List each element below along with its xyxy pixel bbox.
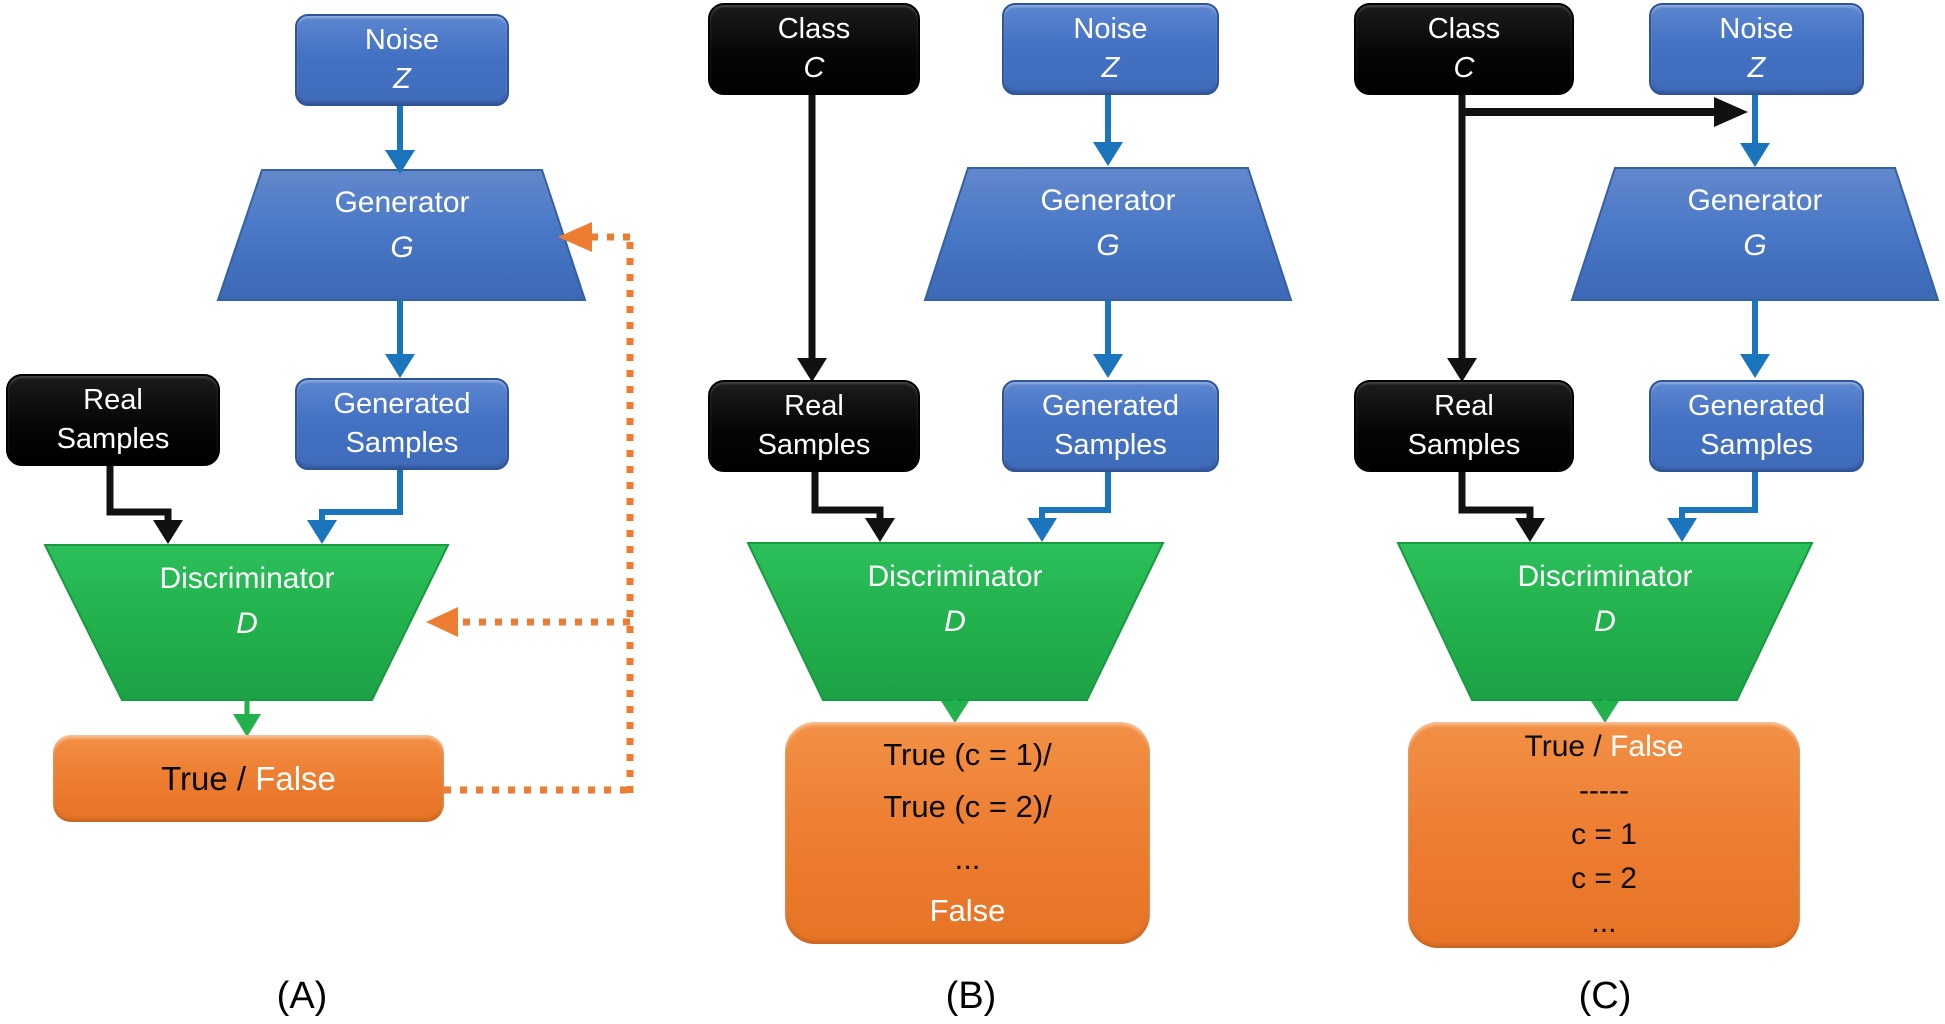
discriminator-to-output-arrowhead-a [233,714,261,737]
generated-samples-box-c: Generated Samples [1649,380,1864,472]
generated-samples-box-b: Generated Samples [1002,380,1219,472]
output-a-true: True [161,760,228,797]
generated-a-line2: Samples [345,427,459,459]
feedback-arrowhead-discriminator [426,607,458,637]
output-b-line2: True (c = 2)/ [883,789,1052,824]
output-box-b: True (c = 1)/ True (c = 2)/ ... False [785,722,1150,944]
real-samples-box-a: Real Samples [6,374,220,466]
generated-to-discriminator-arrowhead-c [1667,518,1697,542]
output-c-false: False [1610,730,1684,763]
generated-samples-box-a: Generated Samples [295,378,509,470]
generated-a-line1: Generated [333,388,471,420]
discriminator-a-trapezoid [43,544,450,701]
noise-c-line1: Noise [1719,13,1794,45]
output-c-separator: / [1585,730,1611,763]
real-to-discriminator-elbow-b [811,466,884,520]
class-to-generator-arrowhead-c [1714,97,1748,127]
noise-c-symbol: Z [1747,52,1766,84]
output-c-true: True [1524,730,1586,763]
generated-to-discriminator-arrowhead-b [1027,518,1057,542]
generated-to-discriminator-elbow-c [1679,466,1758,520]
generator-to-generated-arrowhead-a [385,354,415,378]
panel-label-a: (A) [276,975,328,1017]
output-c-dashes: ----- [1579,774,1629,807]
output-c-c2: c = 2 [1571,862,1637,895]
noise-box-b: Noise Z [1002,3,1219,95]
real-samples-box-b: Real Samples [708,380,920,472]
real-a-line2: Samples [56,423,170,455]
output-box-a: True / False [53,735,444,822]
class-b-symbol: C [803,52,825,84]
output-a-line: True / False [161,759,336,798]
output-a-separator: / [227,760,256,797]
generated-c-line2: Samples [1700,429,1813,461]
discriminator-c-trapezoid [1396,542,1814,701]
noise-to-generator-arrowhead-a [385,150,415,174]
class-b-line1: Class [777,13,851,45]
real-to-discriminator-arrowhead-c [1515,518,1545,542]
real-to-discriminator-elbow-c [1458,466,1534,520]
real-a-line1: Real [83,384,143,416]
output-c-ellipsis: ... [1591,906,1617,939]
class-to-real-arrowhead-b [797,358,827,382]
real-to-discriminator-arrowhead-b [865,518,895,542]
output-b-line1: True (c = 1)/ [883,737,1052,772]
real-b-line1: Real [784,390,844,422]
output-a-false: False [255,760,336,797]
noise-to-generator-arrowhead-c [1740,143,1770,167]
class-c-line1: Class [1427,13,1501,45]
class-c-symbol: C [1453,52,1475,84]
class-box-c: Class C [1354,3,1574,95]
discriminator-to-output-arrowhead-c [1591,701,1619,723]
discriminator-b-trapezoid [746,542,1165,701]
generator-to-generated-arrowhead-c [1740,354,1770,378]
noise-to-generator-arrowhead-b [1093,142,1123,166]
output-b-line3: ... [954,841,981,876]
real-c-line1: Real [1434,390,1494,422]
noise-box-a: Noise Z [295,14,509,106]
noise-box-a-label: Noise [364,24,440,56]
panel-label-c: (C) [1578,975,1632,1017]
class-box-b: Class C [708,3,920,95]
output-c-line1: True / False [1525,725,1684,769]
output-box-c: True / False ----- c = 1 c = 2 ... [1408,722,1800,948]
generated-to-discriminator-arrowhead-a [307,520,337,544]
noise-b-symbol: Z [1101,52,1120,84]
real-b-line2: Samples [757,429,871,461]
real-to-discriminator-arrowhead-a [153,520,183,544]
noise-box-c: Noise Z [1649,3,1864,95]
real-samples-box-c: Real Samples [1354,380,1574,472]
generator-a-trapezoid [216,169,587,301]
generated-b-line2: Samples [1054,429,1167,461]
real-c-line2: Samples [1407,429,1521,461]
output-c-c1: c = 1 [1571,818,1637,851]
panel-label-b: (B) [945,975,997,1017]
generator-to-generated-arrowhead-b [1093,354,1123,378]
feedback-arrowhead-generator [558,222,592,252]
generated-b-line1: Generated [1041,390,1180,422]
discriminator-to-output-arrowhead-b [941,701,969,723]
generator-c-trapezoid [1570,167,1940,301]
class-to-real-arrowhead-c [1447,358,1477,382]
generated-c-line1: Generated [1687,390,1826,422]
noise-box-a-symbol: Z [393,63,411,95]
noise-b-line1: Noise [1073,13,1148,45]
generated-to-discriminator-elbow-b [1039,466,1111,520]
generated-to-discriminator-elbow-a [319,464,403,522]
generator-b-trapezoid [923,167,1293,301]
real-to-discriminator-elbow-a [106,460,172,522]
output-b-line4: False [929,893,1006,928]
